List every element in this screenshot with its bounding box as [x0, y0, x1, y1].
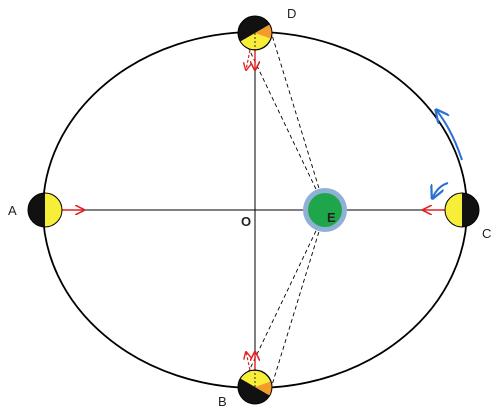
curved-arrow-icon: [437, 111, 463, 161]
label-C: C: [482, 226, 491, 241]
half-lit-disc-icon: [444, 192, 480, 228]
label-B: B: [218, 394, 227, 409]
label-A: A: [8, 203, 17, 218]
label-O: O: [241, 214, 251, 229]
label-E: E: [327, 210, 336, 225]
half-lit-disc-icon: [237, 369, 273, 405]
curved-arrow-icon: [433, 182, 449, 197]
half-lit-disc-icon: [237, 15, 273, 51]
arrow-D-dashed: [246, 49, 250, 70]
sight-lines: [246, 34, 326, 386]
earth-disc-icon: [303, 188, 347, 232]
label-D: D: [287, 6, 296, 21]
arrow-B-dashed: [246, 352, 250, 371]
half-lit-disc-icon: [27, 192, 63, 228]
